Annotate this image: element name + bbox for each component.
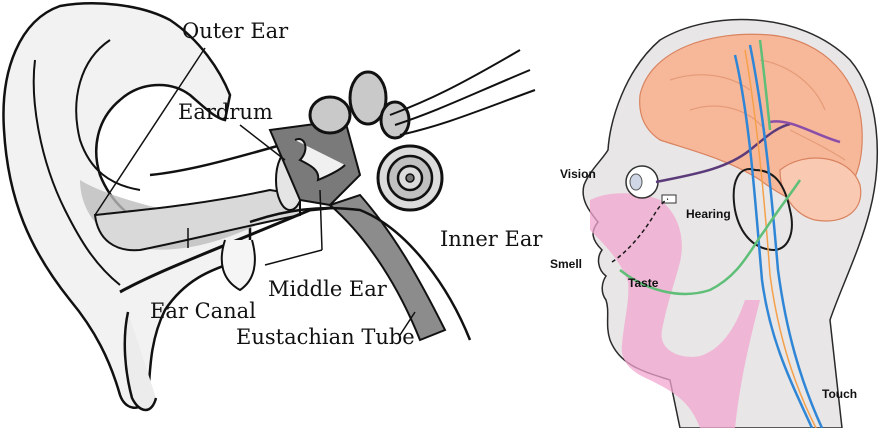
- ear-anatomy-diagram: Outer Ear Eardrum Inner Ear Middle Ear E…: [0, 0, 550, 428]
- label-eustachian-tube: Eustachian Tube: [236, 325, 415, 349]
- label-vision: Vision: [560, 167, 596, 181]
- label-middle-ear: Middle Ear: [268, 277, 388, 301]
- label-hearing: Hearing: [686, 207, 731, 221]
- label-eardrum: Eardrum: [178, 100, 273, 124]
- label-inner-ear: Inner Ear: [440, 227, 543, 251]
- cochlea: [378, 146, 442, 210]
- semicircular-canals: [310, 72, 409, 138]
- auditory-nerve: [390, 50, 535, 135]
- ear-anatomy-svg: Outer Ear Eardrum Inner Ear Middle Ear E…: [0, 0, 550, 428]
- lower-flap: [222, 240, 255, 290]
- sensory-head-svg: Vision Hearing Smell Taste Touch: [550, 0, 883, 428]
- sensory-head-diagram: Vision Hearing Smell Taste Touch: [550, 0, 883, 428]
- label-smell: Smell: [550, 257, 582, 271]
- label-taste: Taste: [628, 276, 659, 290]
- eye-lens: [630, 174, 642, 190]
- label-touch: Touch: [822, 387, 857, 401]
- label-ear-canal: Ear Canal: [150, 299, 256, 323]
- label-outer-ear: Outer Ear: [182, 19, 289, 43]
